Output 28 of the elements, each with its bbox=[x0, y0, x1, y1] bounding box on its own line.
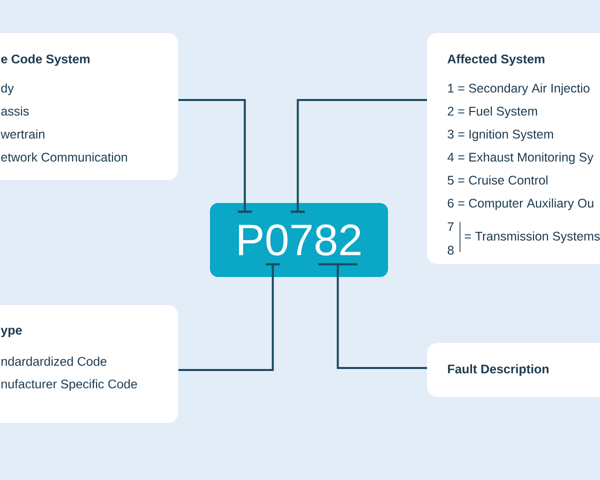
list-item: 6 = Computer Auxiliary Ou bbox=[448, 198, 594, 210]
list-item: etwork Communication bbox=[1, 152, 127, 162]
list-item: 8 bbox=[448, 246, 454, 255]
info-card bbox=[427, 343, 600, 397]
card-heading: Fault Description bbox=[448, 364, 548, 376]
connector-line bbox=[318, 263, 427, 369]
card-heading: Affected System bbox=[448, 54, 544, 66]
connector-line bbox=[178, 263, 280, 371]
list-item: wertrain bbox=[0, 129, 44, 139]
code-box: P0782 bbox=[210, 203, 388, 277]
list-item: 7 bbox=[448, 222, 454, 231]
connector-line bbox=[178, 99, 252, 213]
list-item: assis bbox=[1, 106, 29, 116]
list-item: 5 = Cruise Control bbox=[448, 175, 548, 185]
list-item: = Transmission Systems bbox=[464, 231, 600, 244]
list-item: 1 = Secondary Air Injectio bbox=[448, 83, 590, 96]
info-card bbox=[427, 33, 600, 264]
info-card bbox=[0, 305, 178, 423]
list-item: 2 = Fuel System bbox=[448, 106, 538, 118]
list-item: nufacturer Specific Code bbox=[2, 379, 137, 391]
info-card bbox=[0, 33, 178, 180]
list-item: 3 = Ignition System bbox=[448, 129, 553, 142]
list-item: ndardardized Code bbox=[2, 356, 106, 366]
list-item: dy bbox=[1, 83, 14, 96]
card-heading: ype bbox=[0, 328, 22, 338]
connector-line bbox=[290, 99, 427, 213]
card-heading: e Code System bbox=[1, 54, 90, 66]
list-item: 4 = Exhaust Monitoring Sy bbox=[447, 152, 594, 164]
